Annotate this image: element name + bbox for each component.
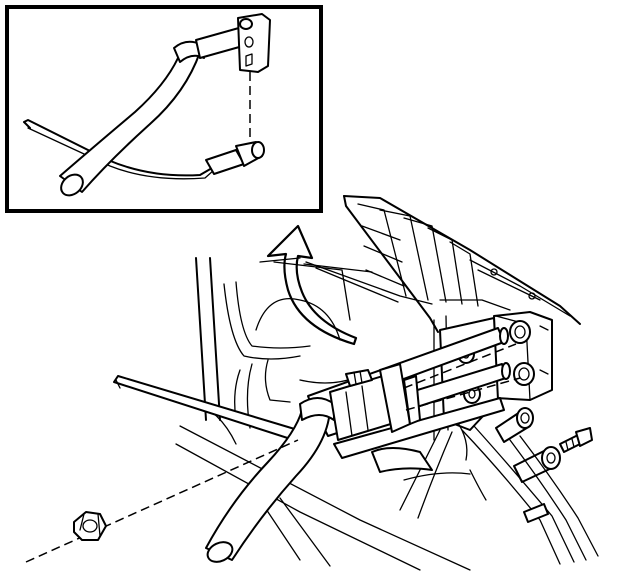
bolt-right [559, 427, 593, 453]
hex-nut [73, 511, 107, 541]
bolt-upper [345, 369, 373, 387]
removal-arrow [266, 224, 358, 346]
mounting-bracket [493, 311, 553, 401]
fitting-lower [513, 446, 561, 483]
guide-line-lower [405, 377, 521, 411]
guide-line-bolt [403, 343, 517, 389]
main-assembly [25, 195, 599, 571]
fitting-upper [495, 407, 534, 443]
main-hose-end [206, 541, 234, 563]
inset-hose-end [60, 173, 84, 197]
body-panel-lines [175, 257, 471, 571]
vent-panel [305, 195, 581, 441]
lower-hoses [371, 425, 599, 565]
guide-line-nut [25, 439, 299, 563]
main-rod [113, 375, 301, 443]
inset-detail-view [5, 5, 323, 213]
hose-coupling [329, 363, 421, 441]
